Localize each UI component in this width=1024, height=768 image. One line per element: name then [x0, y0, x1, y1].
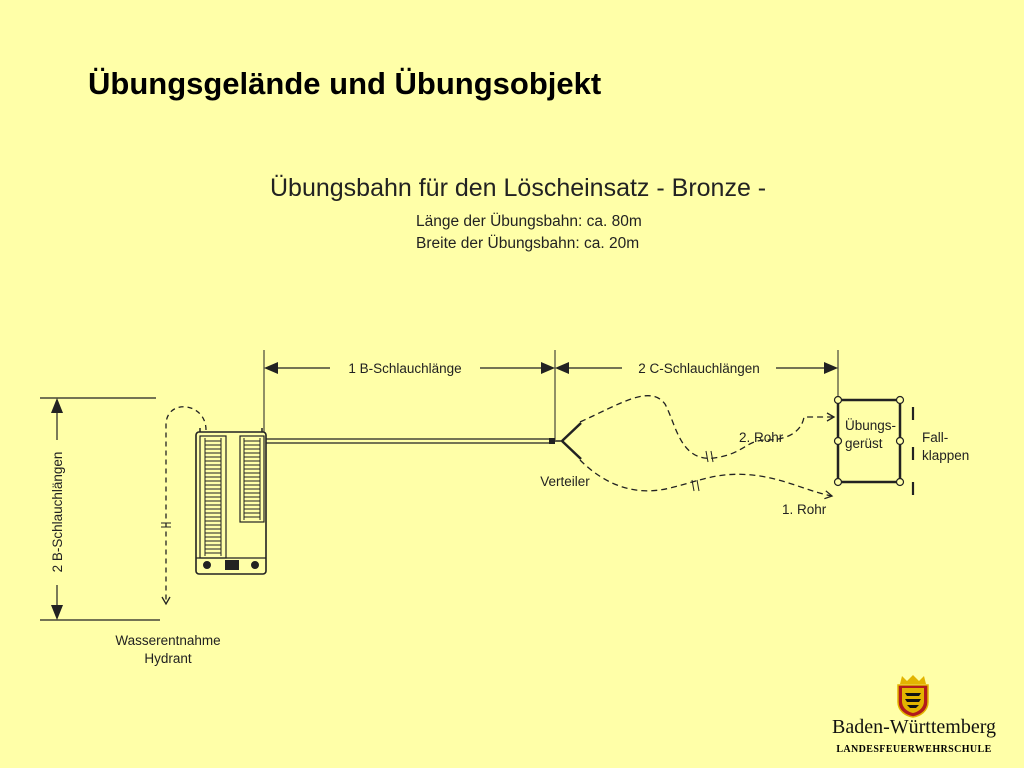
- course-length-text: Länge der Übungsbahn: ca. 80m: [416, 212, 642, 230]
- flaps-label-line2: klappen: [922, 448, 969, 463]
- extension-lines: [263, 350, 839, 440]
- suction-hose: [161, 406, 207, 606]
- fire-truck: [195, 428, 267, 575]
- scaffold-label-line2: gerüst: [845, 436, 883, 451]
- scaffold-label-line1: Übungs-: [845, 418, 896, 433]
- diagram-title: Übungsbahn für den Löscheinsatz - Bronze…: [270, 174, 766, 202]
- dimension-line-c-hoses: [555, 362, 838, 374]
- school-name-text: LANDESFEUERWEHRSCHULE: [836, 744, 992, 755]
- water-source-label-line1: Wasserentnahme: [115, 633, 220, 648]
- nozzle-1-label: 1. Rohr: [782, 502, 827, 517]
- truck-ladder-left: [204, 438, 222, 556]
- c-hose-1: [579, 459, 834, 500]
- slide-title: Übungsgelände und Übungsobjekt: [88, 66, 602, 101]
- dimension-label-c-hoses: 2 C-Schlauchlängen: [638, 361, 760, 376]
- training-scaffold: [833, 395, 905, 487]
- water-source-label-line2: Hydrant: [144, 651, 192, 666]
- coat-of-arms-icon: [897, 675, 929, 718]
- state-name-text: Baden-Württemberg: [831, 716, 996, 738]
- c-hose-2: [579, 395, 836, 459]
- course-width-text: Breite der Übungsbahn: ca. 20m: [416, 234, 639, 252]
- dimension-label-b-hose: 1 B-Schlauchlänge: [348, 361, 461, 376]
- distributor-icon: [549, 422, 582, 460]
- nozzle-2-label: 2. Rohr: [739, 430, 784, 445]
- distributor-label: Verteiler: [540, 474, 590, 489]
- dimension-line-b-hose: [264, 362, 555, 374]
- dimension-label-vertical: 2 B-Schlauchlängen: [50, 452, 65, 573]
- dimension-line-vertical: [40, 397, 160, 621]
- c-hose-coupling-marks: [691, 450, 714, 492]
- b-hose: [266, 438, 551, 444]
- truck-ladder-right: [243, 438, 261, 520]
- hose-coupling-mark: [161, 522, 171, 528]
- state-logo: Baden-Württemberg LANDESFEUERWEHRSCHULE: [830, 674, 1010, 764]
- flaps-label-line1: Fall-: [922, 430, 948, 445]
